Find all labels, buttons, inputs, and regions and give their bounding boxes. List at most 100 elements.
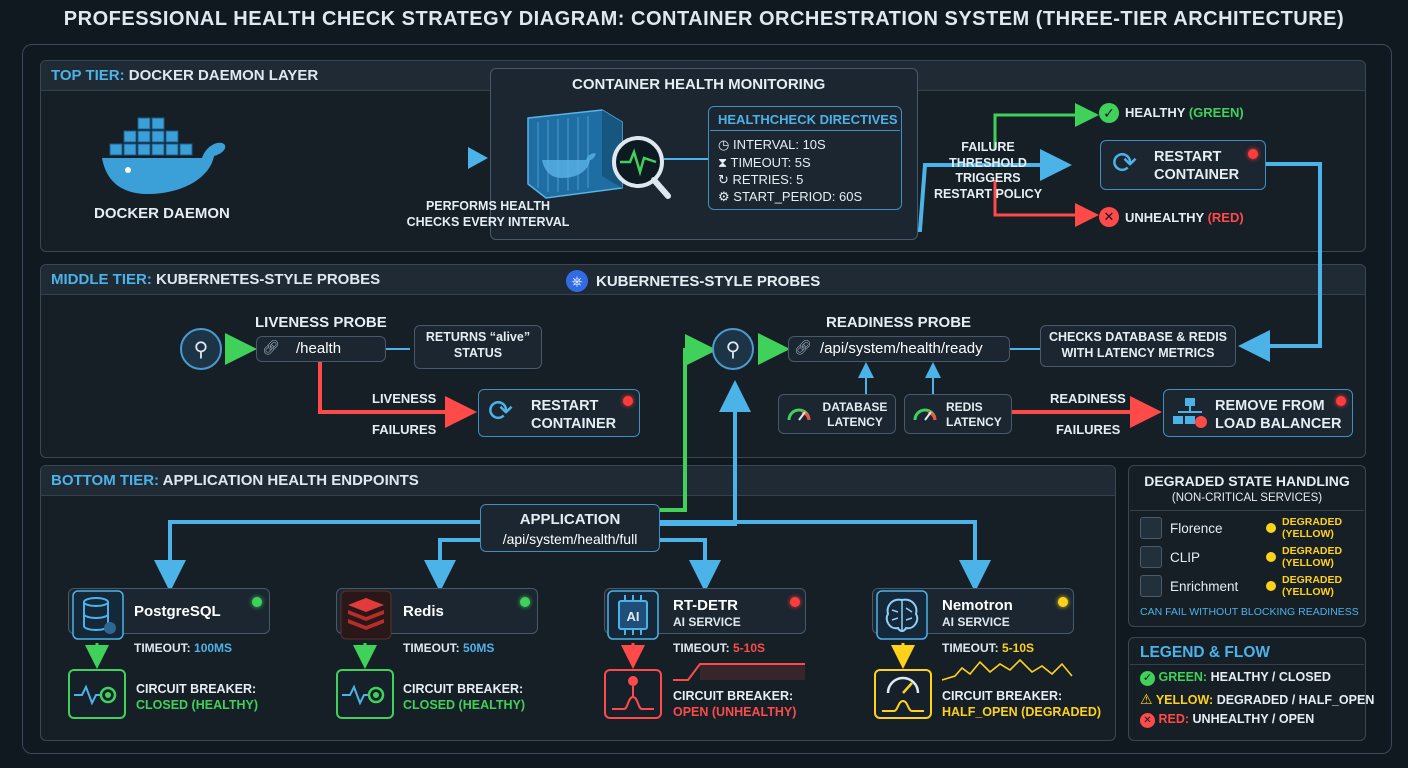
outer-frame bbox=[22, 44, 1392, 754]
hourglass-icon: ⧗ bbox=[718, 155, 731, 170]
legend-row-yellow: ⚠ YELLOW: DEGRADED / HALF_OPEN bbox=[1140, 691, 1375, 707]
postgresql-name: PostgreSQL bbox=[134, 603, 221, 620]
postgresql-circuit-breaker: CIRCUIT BREAKER: CLOSED (HEALTHY) bbox=[136, 682, 258, 713]
redis-latency-box bbox=[904, 394, 1012, 434]
svg-text:AI: AI bbox=[627, 609, 640, 624]
link-icon: 🔗︎ bbox=[262, 339, 280, 355]
nemotron-timeout: TIMEOUT: 5-10s bbox=[942, 641, 1035, 655]
load-balancer-icon bbox=[1172, 396, 1208, 430]
container-icon bbox=[522, 108, 672, 200]
degraded-panel bbox=[1128, 465, 1366, 627]
rtdetr-circuit-breaker: CIRCUIT BREAKER: OPEN (UNHEALTHY) bbox=[673, 689, 797, 720]
legend-panel bbox=[1128, 637, 1366, 741]
readiness-probe-icon: ⚲ bbox=[712, 328, 754, 370]
rtdetr-sub: AI SERVICE bbox=[673, 615, 741, 629]
brain-icon bbox=[876, 590, 928, 640]
redis-circuit-breaker: CIRCUIT BREAKER: CLOSED (HEALTHY) bbox=[403, 682, 525, 713]
postgresql-cb-icon bbox=[68, 669, 126, 719]
redis-icon bbox=[340, 590, 392, 640]
docker-daemon-label: DOCKER DAEMON bbox=[94, 205, 230, 222]
middle-tier-header: MIDDLE TIER: KUBERNETES-STYLE PROBES bbox=[41, 265, 1365, 295]
x-icon: ✕ bbox=[1140, 713, 1155, 728]
readiness-failures-label-1: READINESS bbox=[1050, 391, 1126, 406]
returns-alive-box bbox=[414, 325, 542, 369]
failure-threshold-label: FAILURE THRESHOLD TRIGGERS RESTART POLIC… bbox=[933, 140, 1043, 201]
nemotron-cb-icon bbox=[874, 669, 932, 719]
nemotron-status-dot bbox=[1058, 597, 1068, 607]
degraded-footer: CAN FAIL WITHOUT BLOCKING READINESS bbox=[1140, 606, 1359, 618]
remove-from-lb-label: REMOVE FROM LOAD BALANCER bbox=[1215, 398, 1342, 433]
redis-status-dot bbox=[520, 597, 530, 607]
nemotron-circuit-breaker: CIRCUIT BREAKER: HALF_OPEN (DEGRADED) bbox=[942, 689, 1102, 720]
kubernetes-icon: ⎈ bbox=[566, 270, 588, 292]
docker-whale-icon bbox=[102, 108, 238, 196]
redis-latency-label: REDIS LATENCY bbox=[946, 400, 1002, 429]
nemotron-name: Nemotron bbox=[942, 597, 1013, 614]
degraded-subtitle: (NON-CRITICAL SERVICES) bbox=[1171, 492, 1323, 504]
healthy-label: HEALTHY (GREEN) bbox=[1125, 105, 1244, 120]
application-title: APPLICATION bbox=[519, 511, 621, 528]
directive-timeout: ⧗ TIMEOUT: 5s bbox=[718, 155, 811, 170]
database-latency-label: DATABASE LATENCY bbox=[822, 400, 888, 429]
warning-icon: ⚠ bbox=[1140, 691, 1153, 707]
unhealthy-x-icon: ✕ bbox=[1099, 207, 1119, 227]
redis-gauge-icon bbox=[912, 402, 938, 424]
top-restart-status-dot bbox=[1248, 149, 1258, 159]
degraded-divider bbox=[1130, 510, 1364, 511]
healthcheck-directives-box bbox=[708, 106, 902, 210]
performs-health-checks-label: PERFORMS HEALTH CHECKS EVERY INTERVAL bbox=[406, 199, 570, 229]
clock-icon: ◷ bbox=[718, 137, 733, 152]
database-gauge-icon bbox=[786, 402, 812, 424]
enrichment-icon bbox=[1140, 575, 1162, 597]
restart-icon: ⟳ bbox=[1112, 147, 1138, 180]
readiness-path: /api/system/health/ready bbox=[820, 340, 983, 357]
postgresql-timeout: TIMEOUT: 100ms bbox=[134, 641, 233, 655]
retry-icon: ↻ bbox=[718, 172, 733, 187]
kubernetes-probes-title: KUBERNETES-STYLE PROBES bbox=[596, 273, 821, 290]
ai-chip-icon: AI bbox=[607, 590, 659, 640]
middle-restart-label: RESTART CONTAINER bbox=[531, 398, 617, 433]
checks-database-label: CHECKS DATABASE & REDIS WITH LATENCY MET… bbox=[1048, 330, 1228, 360]
legend-divider bbox=[1130, 664, 1364, 665]
readiness-link-icon: 🔗︎ bbox=[794, 339, 812, 355]
middle-restart-icon: ⟳ bbox=[488, 395, 514, 428]
directive-retries: ↻ RETRIES: 5 bbox=[718, 172, 804, 187]
redis-cb-icon bbox=[336, 669, 394, 719]
readiness-path-box bbox=[788, 336, 1010, 362]
redis-name: Redis bbox=[403, 603, 444, 620]
degraded-item-enrichment: Enrichment DEGRADED(YELLOW) bbox=[1140, 574, 1360, 599]
bottom-tier-header: BOTTOM TIER: APPLICATION HEALTH ENDPOINT… bbox=[41, 466, 1115, 496]
liveness-path: /health bbox=[296, 340, 342, 357]
liveness-probe-title: LIVENESS PROBE bbox=[255, 314, 387, 331]
rtdetr-timeout: TIMEOUT: 5-10s bbox=[673, 641, 766, 655]
application-path: /api/system/health/full bbox=[502, 531, 638, 547]
application-box bbox=[480, 504, 660, 552]
top-restart-container-box bbox=[1100, 140, 1266, 190]
directives-divider bbox=[710, 130, 900, 131]
returns-alive-label: RETURNS “alive” STATUS bbox=[425, 330, 531, 360]
liveness-failures-label-1: LIVENESS bbox=[372, 391, 437, 406]
readiness-probe-title: READINESS PROBE bbox=[826, 314, 972, 331]
directive-start-period: ⚙ START_PERIOD: 60s bbox=[718, 189, 863, 204]
florence-status-dot bbox=[1266, 523, 1276, 533]
directives-connector bbox=[664, 158, 708, 160]
database-latency-box bbox=[778, 394, 896, 434]
page-title: PROFESSIONAL HEALTH CHECK STRATEGY DIAGR… bbox=[63, 8, 1345, 30]
nemotron-sub: AI SERVICE bbox=[942, 615, 1010, 629]
top-restart-label: RESTART CONTAINER bbox=[1154, 149, 1240, 184]
readiness-failures-label-2: FAILURES bbox=[1056, 422, 1121, 437]
rtdetr-status-dot bbox=[790, 597, 800, 607]
directive-interval: ◷ INTERVAL: 10s bbox=[718, 137, 826, 152]
liveness-failures-label-2: FAILURES bbox=[372, 422, 437, 437]
gear-icon: ⚙ bbox=[718, 189, 734, 204]
unhealthy-label: UNHEALTHY (RED) bbox=[1125, 210, 1244, 225]
enrichment-status-dot bbox=[1266, 581, 1276, 591]
middle-restart-status-dot bbox=[623, 396, 633, 406]
directives-title: HEALTHCHECK DIRECTIVES bbox=[718, 112, 898, 127]
healthy-check-icon: ✓ bbox=[1099, 103, 1119, 123]
check-icon: ✓ bbox=[1140, 671, 1155, 686]
rtdetr-cb-icon bbox=[604, 669, 662, 719]
clip-icon bbox=[1140, 546, 1162, 568]
clip-status-dot bbox=[1266, 552, 1276, 562]
degraded-item-florence: Florence DEGRADED(YELLOW) bbox=[1140, 516, 1360, 541]
